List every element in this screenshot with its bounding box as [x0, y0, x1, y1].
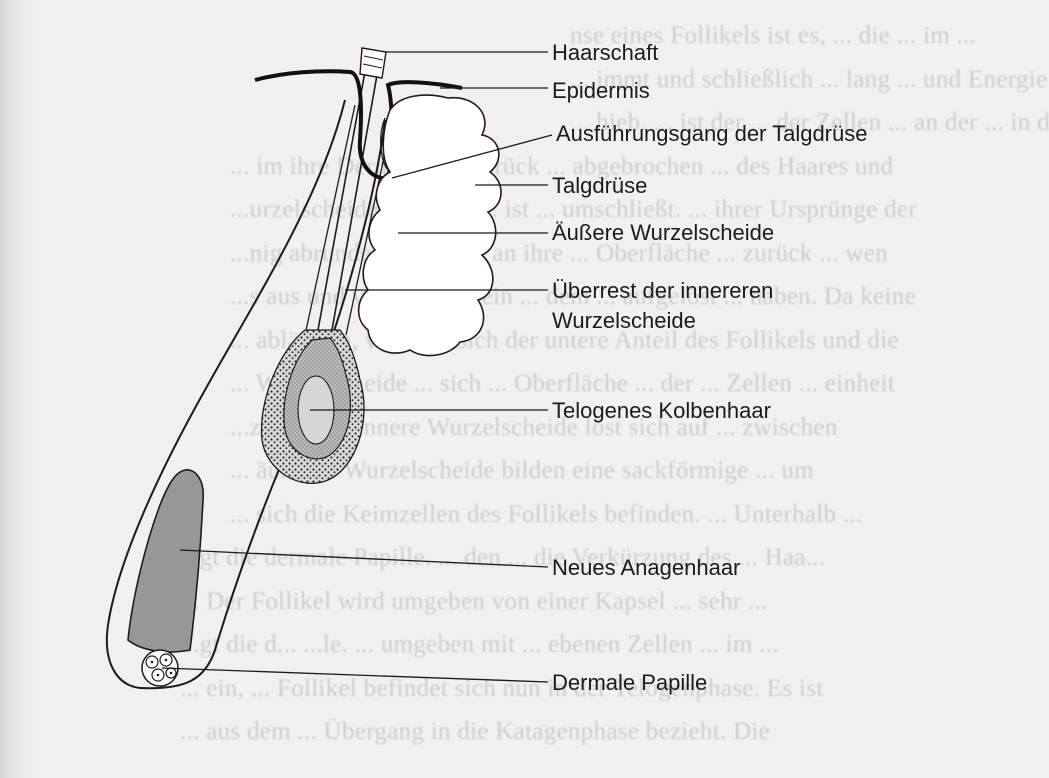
label-telogenes-kolbenhaar: Telogenes Kolbenhaar	[552, 398, 771, 423]
label-aeussere-wurzelscheide: Äußere Wurzelscheide	[552, 220, 774, 245]
label-epidermis: Epidermis	[552, 78, 650, 103]
label-talgdruese: Talgdrüse	[552, 173, 647, 198]
label-dermale-papille: Dermale Papille	[552, 670, 707, 695]
label-haarschaft: Haarschaft	[552, 40, 658, 65]
label-neues-anagenhaar: Neues Anagenhaar	[552, 555, 740, 580]
label-ueberrest-line2: Wurzelscheide	[552, 308, 696, 333]
label-ausfuehrungsgang: Ausführungsgang der Talgdrüse	[556, 121, 867, 146]
label-ueberrest-line1: Überrest der innereren	[552, 278, 773, 303]
